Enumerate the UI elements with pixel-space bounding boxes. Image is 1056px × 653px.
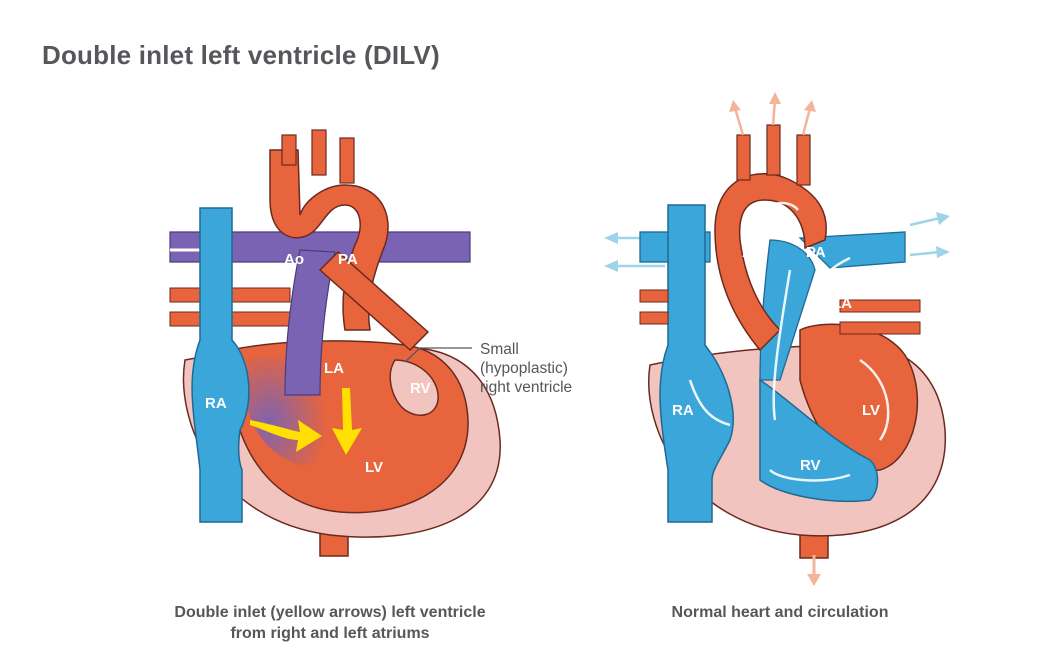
normal-heart: Ao PA LA RA RV LV: [604, 92, 950, 586]
right-label-lv: LV: [862, 402, 880, 419]
yellow-arrow-right-atrium: [250, 420, 322, 452]
left-label-ra: RA: [205, 395, 227, 412]
left-pa-trunk: [284, 249, 336, 396]
left-aorta-diagonal: [318, 250, 430, 352]
yellow-arrow-left-atrium: [332, 388, 362, 455]
right-caption: Normal heart and circulation: [671, 604, 889, 621]
left-label-pa: PA: [338, 251, 358, 268]
left-label-ao: Ao: [284, 251, 304, 268]
right-pa-right-branch: [798, 231, 906, 269]
left-caption-line-1: Double inlet (yellow arrows) left ventri…: [174, 604, 486, 621]
left-label-lv: LV: [365, 459, 383, 476]
right-label-pa: PA: [806, 244, 826, 261]
right-outflow-arrows: [729, 92, 816, 136]
right-flow-arrows: [688, 201, 890, 482]
right-label-ao: Ao: [742, 244, 762, 261]
right-label-ra: RA: [672, 402, 694, 419]
right-vena-cava: [659, 204, 734, 523]
right-pa-trunk: [759, 239, 816, 381]
callout-line-1: Small: [480, 341, 519, 358]
left-caption-line-2: from right and left atriums: [230, 625, 430, 642]
left-vena-cava: [191, 207, 250, 523]
right-label-rv: RV: [800, 457, 821, 474]
left-label-la: LA: [324, 360, 344, 377]
dilv-heart: Ao PA LA RA RV LV: [169, 129, 501, 557]
left-label-rv: RV: [410, 380, 431, 397]
right-aorta: [714, 173, 827, 352]
page-title: Double inlet left ventricle (DILV): [42, 40, 440, 70]
callout-line-2: (hypoplastic): [480, 360, 568, 377]
hypoplastic-rv-callout: Small (hypoplastic) right ventricle: [480, 340, 572, 397]
left-small-rv: [389, 359, 439, 416]
callout-line-3: right ventricle: [480, 379, 573, 396]
right-rv: [759, 378, 879, 503]
right-label-la: LA: [832, 295, 852, 312]
left-caption: Double inlet (yellow arrows) left ventri…: [120, 602, 540, 644]
callout-line: [404, 347, 472, 363]
